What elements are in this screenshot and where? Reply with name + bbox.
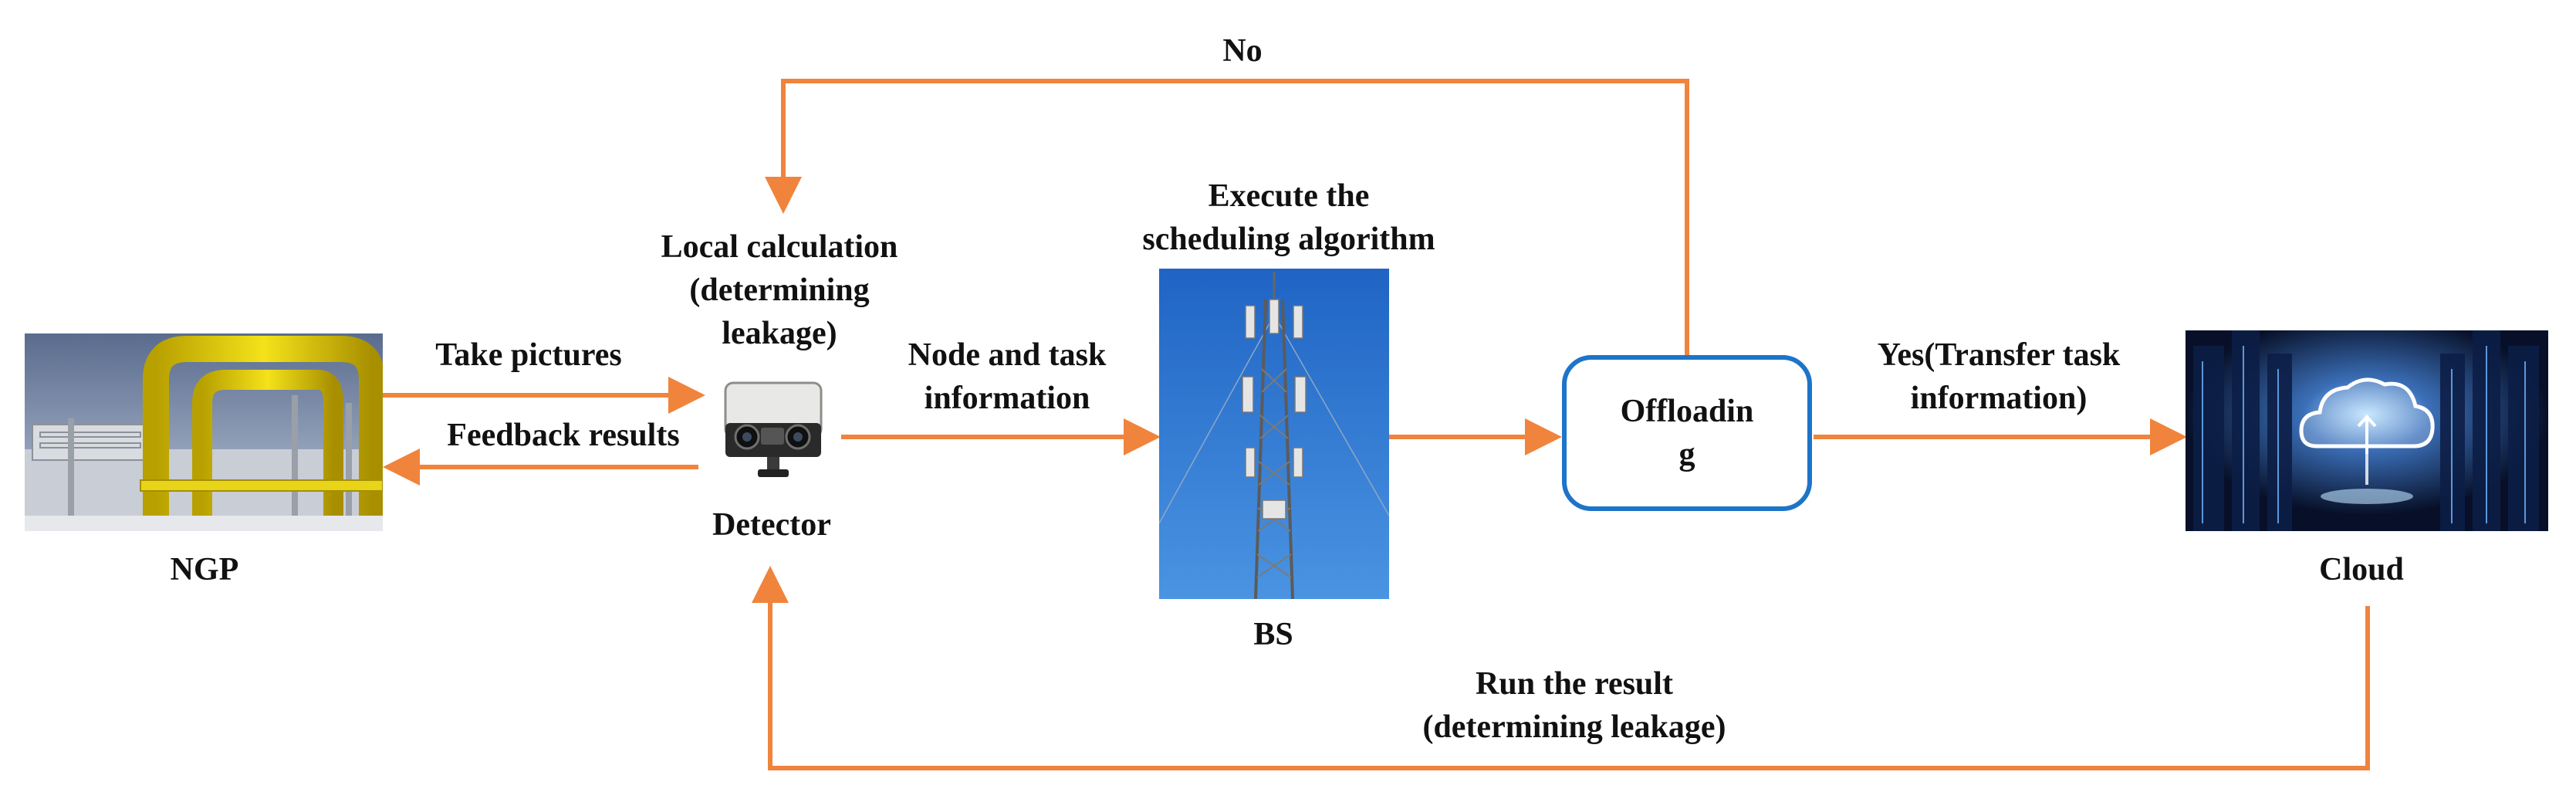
gas-pipeline-photo [25,333,383,531]
take-pictures-label: Take pictures [435,337,622,373]
yes-transfer-label: Yes(Transfer task information) [1877,337,2121,416]
detector-label: Detector [712,507,831,543]
ngp-label: NGP [170,552,239,587]
feedback-results-label: Feedback results [447,418,680,453]
detector-camera-photo [712,377,835,481]
cloud-computing-photo [2186,330,2548,531]
scheduling-algorithm-label: Execute the scheduling algorithm [1142,178,1435,257]
no-label: No [1222,33,1263,69]
offloading-decision-box: Offloadin g [1562,355,1812,511]
run-result-arrow [752,566,2370,770]
node-task-info-label: Node and task information [908,337,1107,416]
local-calculation-label: Local calculation (determining leakage) [661,229,898,351]
cloud-label: Cloud [2319,552,2404,587]
bs-label: BS [1253,617,1293,652]
no-loop-arrow [765,79,1689,355]
offloading-label: Offloadin g [1620,394,1754,472]
cell-tower-photo [1159,269,1389,599]
run-result-label: Run the result (determining leakage) [1422,666,1726,745]
